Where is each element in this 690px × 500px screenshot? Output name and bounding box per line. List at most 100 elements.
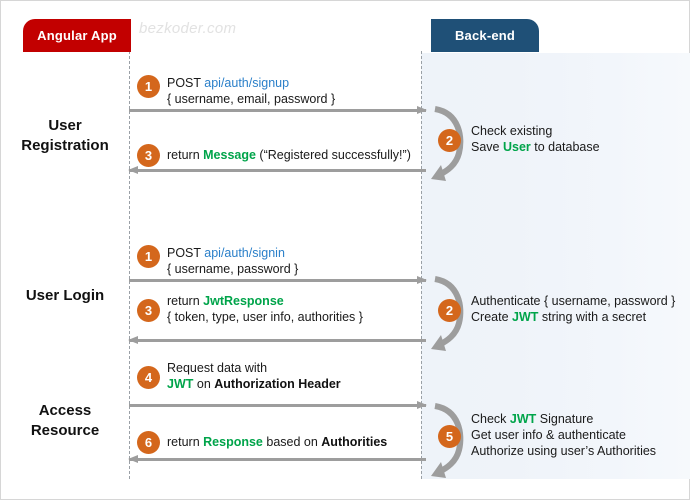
step-bubble-access-process: 5: [438, 425, 461, 448]
arrow-head: [417, 106, 427, 114]
self-loop-access-process: [425, 396, 471, 482]
message-line: POST api/auth/signup: [167, 75, 335, 91]
step-bubble-registration-request: 1: [137, 75, 160, 98]
step-number: 1: [144, 79, 153, 94]
text-segment: (“Registered successfully!”): [255, 148, 411, 162]
actor-angular-app: Angular App: [23, 19, 131, 52]
message-line: Save User to database: [471, 139, 600, 155]
arrow-login-request: [129, 276, 427, 284]
message-line: { username, email, password }: [167, 92, 336, 106]
message-line: { token, type, user info, authorities }: [167, 310, 363, 324]
message-line: JWT on Authorization Header: [167, 376, 341, 392]
phase-access-line2: Resource: [30, 422, 100, 439]
arrow-head: [128, 455, 138, 463]
message-line: Get user info & authenticate: [471, 428, 626, 442]
loop-arrow-icon: [431, 403, 464, 478]
message-login-request: POST api/auth/signin { username, passwor…: [167, 245, 298, 277]
message-line: POST api/auth/signin: [167, 245, 298, 261]
arrow-head: [128, 336, 138, 344]
actor-backend-label: Back-end: [454, 28, 516, 43]
text-segment: POST: [167, 246, 205, 260]
message-registration-response: return Message (“Registered successfully…: [167, 147, 411, 163]
actor-angular-app-label: Angular App: [37, 28, 117, 43]
entity-name: JWT: [509, 412, 537, 426]
header-name: Authorization Header: [214, 377, 341, 391]
message-registration-process: Check existing Save User to database: [471, 123, 600, 155]
server-lifeline: [421, 51, 422, 479]
entity-name: JWT: [512, 310, 539, 324]
message-line: Create JWT string with a secret: [471, 309, 675, 325]
arrow-access-request: [129, 401, 427, 409]
step-bubble-access-response: 6: [137, 431, 160, 454]
step-number: 2: [445, 303, 454, 318]
entity-name: Message: [203, 148, 256, 162]
step-number: 2: [445, 133, 454, 148]
message-access-request: Request data with JWT on Authorization H…: [167, 360, 341, 392]
entity-name: JwtResponse: [203, 294, 284, 308]
entity-name: User: [502, 140, 531, 154]
message-line: Authorize using user’s Authorities: [471, 444, 657, 458]
message-registration-request: POST api/auth/signup { username, email, …: [167, 75, 335, 107]
step-bubble-access-request: 4: [137, 366, 160, 389]
endpoint-path: api/auth/signin: [204, 246, 285, 260]
text-segment: to database: [530, 140, 600, 154]
loop-arrow-icon: [431, 276, 464, 351]
text-segment: return: [167, 294, 204, 308]
loop-arrow-icon: [431, 106, 464, 181]
step-bubble-login-process: 2: [438, 299, 461, 322]
phase-access-line1: Access: [38, 402, 92, 419]
text-segment: Create: [471, 310, 512, 324]
message-line: return Response based on Authorities: [167, 434, 387, 450]
arrow-login-response: [128, 336, 426, 344]
backend-region-panel: [421, 53, 690, 479]
arrow-registration-response: [128, 166, 426, 174]
text-segment: based on: [262, 435, 322, 449]
arrow-registration-request: [129, 106, 427, 114]
step-number: 6: [144, 435, 153, 450]
phase-label-access-resource: Access Resource: [7, 401, 123, 441]
step-bubble-login-response: 3: [137, 299, 160, 322]
arrow-shaft: [129, 458, 426, 461]
phase-label-user-login: User Login: [7, 286, 123, 306]
message-line: Check existing: [471, 124, 553, 138]
step-number: 3: [144, 303, 153, 318]
arrow-shaft: [129, 109, 426, 112]
step-bubble-registration-process: 2: [438, 129, 461, 152]
entity-name: Response: [203, 435, 263, 449]
text-segment: return: [167, 435, 204, 449]
text-segment: return: [167, 148, 204, 162]
step-number: 4: [144, 370, 153, 385]
text-segment: string with a secret: [538, 310, 647, 324]
message-line: Request data with: [167, 361, 268, 375]
self-loop-registration-process: [425, 99, 471, 185]
step-number: 3: [144, 148, 153, 163]
phase-login-line2: Login: [63, 287, 105, 304]
step-bubble-login-request: 1: [137, 245, 160, 268]
watermark-text: bezkoder.com: [139, 20, 237, 37]
arrow-access-response: [128, 455, 426, 463]
message-line: return Message (“Registered successfully…: [167, 147, 411, 163]
phase-label-user-registration: User Registration: [7, 116, 123, 156]
message-line: { username, password }: [167, 262, 299, 276]
message-line: return JwtResponse: [167, 293, 363, 309]
message-login-process: Authenticate { username, password } Crea…: [471, 293, 675, 325]
text-segment: Signature: [536, 412, 594, 426]
authorities-name: Authorities: [321, 435, 388, 449]
endpoint-path: api/auth/signup: [204, 76, 290, 90]
message-access-response: return Response based on Authorities: [167, 434, 387, 450]
arrow-shaft: [129, 404, 426, 407]
text-segment: POST: [167, 76, 205, 90]
phase-registration-line1: User: [48, 117, 82, 134]
client-lifeline: [129, 51, 130, 479]
step-number: 5: [445, 429, 454, 444]
arrow-head: [417, 276, 427, 284]
arrow-shaft: [129, 169, 426, 172]
message-login-response: return JwtResponse { token, type, user i…: [167, 293, 363, 325]
message-access-process: Check JWT Signature Get user info & auth…: [471, 411, 656, 459]
step-number: 1: [144, 249, 153, 264]
message-line: Check JWT Signature: [471, 411, 656, 427]
entity-name: JWT: [167, 377, 194, 391]
arrow-shaft: [129, 339, 426, 342]
arrow-head: [417, 401, 427, 409]
